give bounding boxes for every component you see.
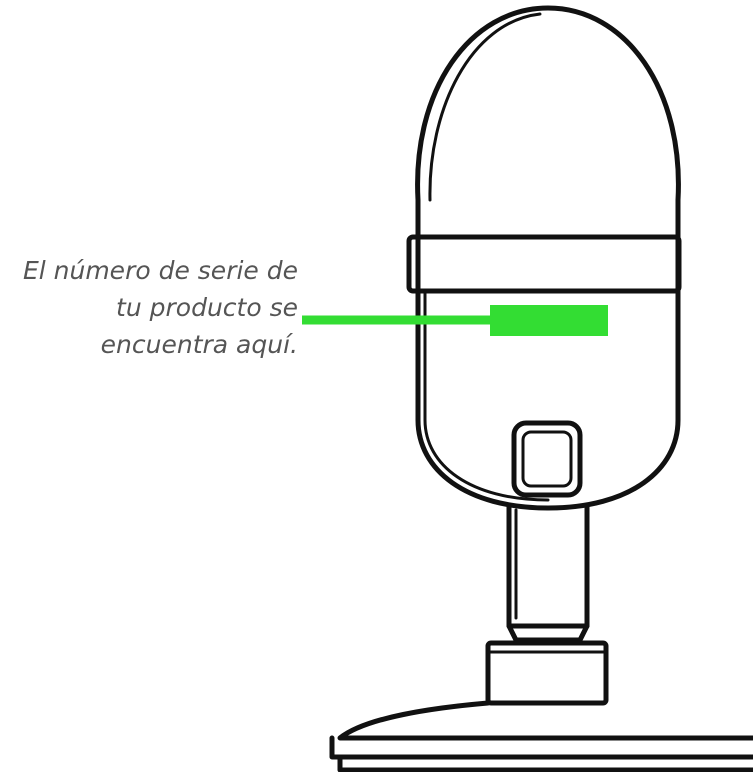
caption-line-3: encuentra aquí. xyxy=(100,330,298,359)
caption-line-1: El número de serie de xyxy=(22,256,298,285)
stand-joint xyxy=(485,640,609,706)
mic-button-inner xyxy=(521,430,573,488)
mic-body xyxy=(415,5,681,511)
mic-head-inner-line xyxy=(428,12,542,202)
mic-neck xyxy=(506,504,590,629)
mic-band xyxy=(406,234,682,294)
stand-base-plate-bottom xyxy=(337,754,753,772)
mic-button-outer xyxy=(511,420,583,498)
caption-line-2: tu producto se xyxy=(116,293,298,322)
serial-number-label-area xyxy=(490,305,608,336)
stand-base-plate xyxy=(329,735,753,760)
stand-base-dome xyxy=(337,700,753,741)
serial-number-caption: El número de serie de tu producto se enc… xyxy=(23,252,298,363)
mic-lower-inner-line xyxy=(423,289,550,502)
mic-neck-collar xyxy=(506,623,590,643)
